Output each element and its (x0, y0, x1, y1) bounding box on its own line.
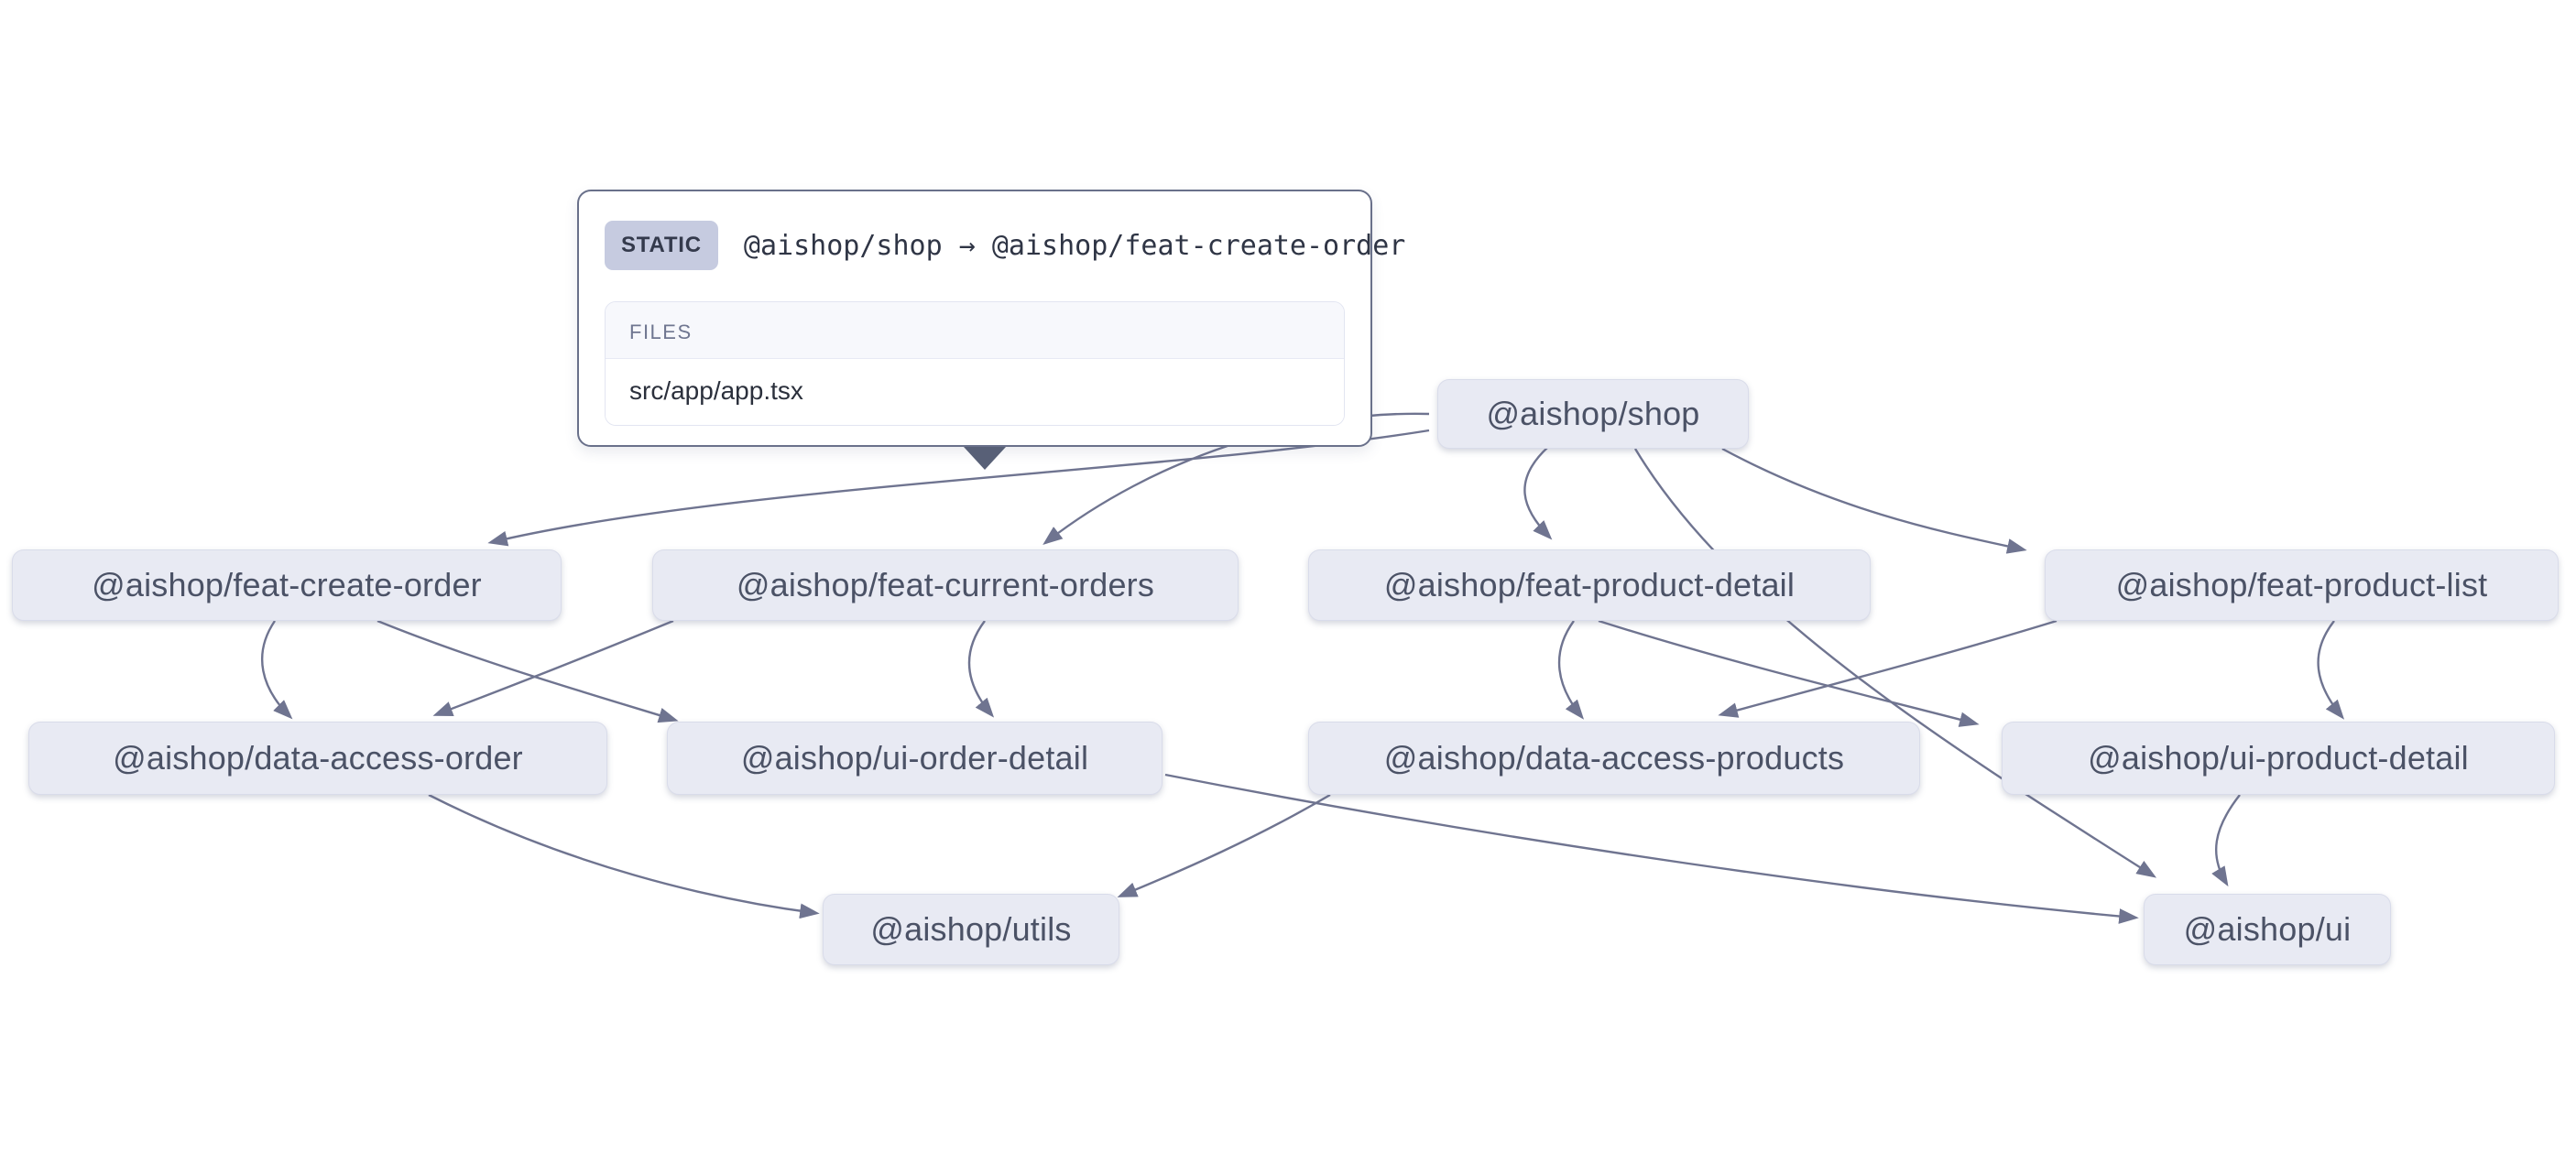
edge-shop--ui[interactable] (1633, 448, 2157, 878)
edge-feat-product-detail--data-access-products[interactable] (1557, 620, 1585, 720)
graph-node-data-access-products[interactable]: @aishop/data-access-products (1308, 722, 1920, 795)
tooltip-pointer-arrow-icon (964, 447, 1006, 470)
edge-shop--feat-product-list[interactable] (1721, 447, 2027, 554)
graph-node-feat-product-detail[interactable]: @aishop/feat-product-detail (1308, 549, 1871, 621)
edge-shop--feat-create-order[interactable] (487, 429, 1430, 547)
graph-node-feat-current-orders[interactable]: @aishop/feat-current-orders (652, 549, 1239, 621)
edge-feat-current-orders--data-access-order[interactable] (432, 619, 674, 716)
edge-ui-order-detail--ui[interactable] (1164, 773, 2139, 924)
edge-tooltip: STATIC @aishop/shop → @aishop/feat-creat… (577, 190, 1405, 470)
edge-type-badge: STATIC (605, 221, 718, 270)
edge-feat-create-order--ui-order-detail[interactable] (377, 619, 679, 723)
graph-node-feat-product-list[interactable]: @aishop/feat-product-list (2045, 549, 2559, 621)
edge-data-access-order--utils[interactable] (428, 793, 820, 919)
files-heading: FILES (606, 302, 1344, 359)
graph-node-ui-order-detail[interactable]: @aishop/ui-order-detail (667, 722, 1162, 795)
edge-feat-product-detail--ui-product-detail[interactable] (1598, 619, 1980, 727)
edge-tooltip-header: STATIC @aishop/shop → @aishop/feat-creat… (579, 191, 1405, 299)
graph-node-data-access-order[interactable]: @aishop/data-access-order (28, 722, 607, 795)
edge-feat-product-list--ui-product-detail[interactable] (2317, 620, 2345, 720)
edge-tooltip-title: @aishop/shop → @aishop/feat-create-order (743, 229, 1406, 262)
graph-node-utils[interactable]: @aishop/utils (823, 894, 1119, 965)
edge-shop--feat-product-detail[interactable] (1523, 446, 1553, 540)
graph-node-ui-product-detail[interactable]: @aishop/ui-product-detail (2002, 722, 2555, 795)
graph-node-feat-create-order[interactable]: @aishop/feat-create-order (12, 549, 562, 621)
edge-feat-create-order--data-access-order[interactable] (261, 620, 293, 720)
file-list-item: src/app/app.tsx (606, 359, 1344, 425)
edge-ui-product-detail--ui[interactable] (2211, 794, 2241, 887)
graph-node-shop[interactable]: @aishop/shop (1437, 379, 1749, 449)
edge-tooltip-files-panel: FILES src/app/app.tsx (605, 301, 1345, 426)
edge-feat-product-list--data-access-products[interactable] (1718, 619, 2058, 718)
graph-node-ui[interactable]: @aishop/ui (2144, 894, 2391, 965)
edge-data-access-products--utils[interactable] (1117, 793, 1331, 897)
edge-feat-current-orders--ui-order-detail[interactable] (967, 620, 995, 718)
